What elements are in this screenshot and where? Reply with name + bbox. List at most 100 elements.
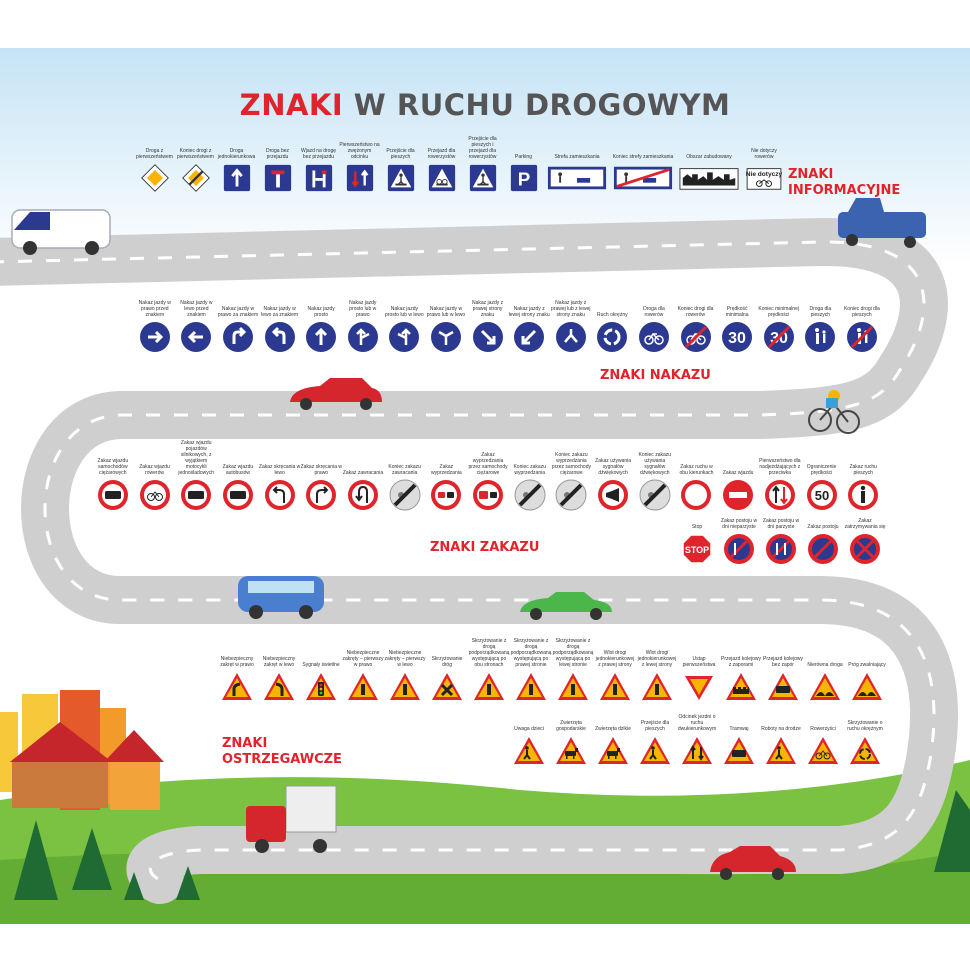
svg-text:Nie dotyczy: Nie dotyczy: [746, 171, 783, 178]
sign-curve-left: Niebezpieczny zakręt w lewo: [258, 652, 300, 708]
sign-label: Stop: [691, 524, 703, 530]
rail-barrier-icon: [725, 671, 757, 708]
sign-no-parking-even: Zakaz postoju w dni parzyste: [760, 512, 802, 570]
sign-label: Koniec minimalnej prędkości: [758, 306, 799, 318]
sign-oneway-right: Wlot drogi jednokierunkowej z prawej str…: [594, 650, 636, 708]
sign-left-right: Nakaz jazdy w prawo lub w lewo: [425, 300, 467, 358]
sign-no-truck: Zakaz wjazdu samochodów ciężarowych: [92, 446, 134, 516]
svg-text:50: 50: [814, 488, 828, 503]
sign-label: Koniec drogi dla pieszych: [843, 306, 880, 318]
roadworks-icon: [765, 735, 797, 772]
up-right-icon: [347, 321, 379, 358]
sign-label: Wjazd na drogę bez przejazdu: [300, 148, 337, 160]
sign-double-curve-left: Niebezpieczne zakręty – pierwszy w lewo: [384, 650, 426, 708]
oncoming-priority-icon: [764, 479, 796, 516]
sign-label: Zakaz ruchu pieszych: [849, 464, 877, 476]
sign-cyclists: Rowerzyści: [802, 722, 844, 772]
sign-roundabout: Ruch okrężny: [592, 300, 634, 358]
svg-text:STOP: STOP: [685, 545, 709, 555]
car-green-icon: [520, 592, 612, 620]
residential-zone-icon: [547, 163, 607, 198]
sign-speed-bump: Próg zwalniający: [846, 652, 888, 708]
sign-label: Koniec zakazu wyprzedzania przez samocho…: [551, 452, 591, 476]
speed-bump-icon: [851, 671, 883, 708]
speed-limit-icon: 50: [806, 479, 838, 516]
cyclists-icon: [807, 735, 839, 772]
sign-label: Zwierzęta gospodarskie: [556, 720, 586, 732]
city-illustration: [0, 690, 164, 810]
sign-residential-zone-end: Koniec strefy zamieszkania: [610, 140, 676, 198]
ped-warning-icon: [639, 735, 671, 772]
sign-up-left: Nakaz jazdy prosto lub w lewo: [384, 300, 426, 358]
cattle-icon: [555, 735, 587, 772]
sign-label: Roboty na drodze: [761, 726, 801, 732]
sign-no-entry: Zakaz wjazdu: [717, 446, 759, 516]
car-red-icon: [290, 378, 382, 410]
section-nakazu: ZNAKI NAKAZU: [600, 368, 711, 383]
sign-no-horn-end: Koniec zakazu używania sygnałów dźwiękow…: [634, 446, 676, 516]
residential-zone-end-icon: [613, 163, 673, 198]
road: [0, 217, 958, 904]
sign-label: Wlot drogi jednokierunkowej z prawej str…: [595, 650, 635, 668]
no-overtaking-icon: [430, 479, 462, 516]
sign-label: Przejście dla pieszych: [386, 148, 415, 160]
sign-label: Nakaz jazdy prosto: [307, 306, 335, 318]
roundabout-warning-icon: [849, 735, 881, 772]
speed-min-icon: 30: [721, 321, 753, 358]
sign-ped-bike-crossing: Przejście dla pieszych i przejazd dla ro…: [462, 136, 503, 198]
sign-arrow-left: Nakaz jazdy w lewo przed znakiem: [176, 300, 218, 358]
sign-children: Uwaga dzieci: [508, 722, 550, 772]
section-ostrzegawcze-line2: OSTRZEGAWCZE: [222, 752, 342, 767]
sign-no-left: Zakaz skręcania w lewo: [259, 446, 301, 516]
section-ostrzegawcze: ZNAKI OSTRZEGAWCZE: [222, 736, 342, 768]
sign-traffic-lights: Sygnały świetlne: [300, 652, 342, 708]
sign-roundabout-warning: Skrzyżowanie o ruchu okrężnym: [844, 720, 886, 772]
sign-label: Zakaz skręcania w lewo: [258, 464, 301, 476]
sign-label: Nierówna droga: [807, 662, 843, 668]
sign-label: Koniec strefy zamieszkania: [612, 154, 674, 160]
sign-turn-right: Nakaz jazdy w prawo za znakiem: [217, 300, 259, 358]
no-entry-icon: [722, 479, 754, 516]
sign-pedestrians-end: Koniec drogi dla pieszych: [841, 300, 883, 358]
sign-bike-crossing: Przejazd dla rowerzystów: [421, 140, 462, 198]
page-title: ZNAKI W RUCHU DROGOWYM: [0, 88, 970, 122]
sign-label: Zakaz postoju w dni parzyste: [762, 518, 800, 530]
row-ostrzegawcze-2: Uwaga dzieci Zwierzęta gospodarskie Zwierz…: [508, 714, 886, 772]
sign-no-traffic: Zakaz ruchu w obu kierunkach: [676, 446, 718, 516]
pedestrian-crossing-icon: [386, 163, 416, 198]
curve-left-icon: [263, 671, 295, 708]
sign-label: Zakaz ruchu w obu kierunkach: [679, 464, 714, 476]
tram-icon: [723, 735, 755, 772]
car-red2-icon: [710, 846, 796, 880]
sign-priority-narrow: Pierwszeństwo na zwężonym odcinku: [339, 140, 380, 198]
sign-minor-right: Skrzyżowanie z drogą podporządkowaną wys…: [510, 638, 552, 708]
sign-bike: Droga dla rowerów: [633, 300, 675, 358]
minor-right-icon: [515, 671, 547, 708]
sign-label: Nakaz jazdy w prawo lub w lewo: [426, 306, 466, 318]
title-part1: ZNAKI: [239, 88, 344, 122]
row-zakazu: Zakaz wjazdu samochodów ciężarowych Zakaz…: [92, 440, 884, 516]
turn-left-icon: [264, 321, 296, 358]
sign-label: Niebezpieczne zakręty – pierwszy w prawo: [342, 650, 384, 668]
sign-no-overtaking: Zakaz wyprzedzania: [426, 446, 468, 516]
sign-label: Pierwszeństwo dla nadjeżdżających z prze…: [759, 458, 801, 476]
sign-deer: Zwierzęta dzikie: [592, 722, 634, 772]
sign-minor-left: Skrzyżowanie z drogą podporządkowaną wys…: [552, 638, 594, 708]
sign-curve-right: Niebezpieczny zakręt w prawo: [216, 652, 258, 708]
sign-no-uturn-end: Koniec zakazu zawracania: [384, 446, 426, 516]
diamond-end-icon: [181, 163, 211, 198]
sign-label: Zakaz wyprzedzania przez samochody cięża…: [468, 452, 508, 476]
sign-bike-end: Koniec drogi dla rowerów: [675, 300, 717, 358]
priority-narrow-icon: [345, 163, 375, 198]
sign-one-way: Droga jednokierunkowa: [216, 140, 257, 198]
sign-label: Zakaz wjazdu rowerów: [139, 464, 170, 476]
sign-label: Nie dotyczy rowerów: [751, 148, 777, 160]
sign-label: Zakaz wyprzedzania: [431, 464, 462, 476]
no-traffic-icon: [680, 479, 712, 516]
